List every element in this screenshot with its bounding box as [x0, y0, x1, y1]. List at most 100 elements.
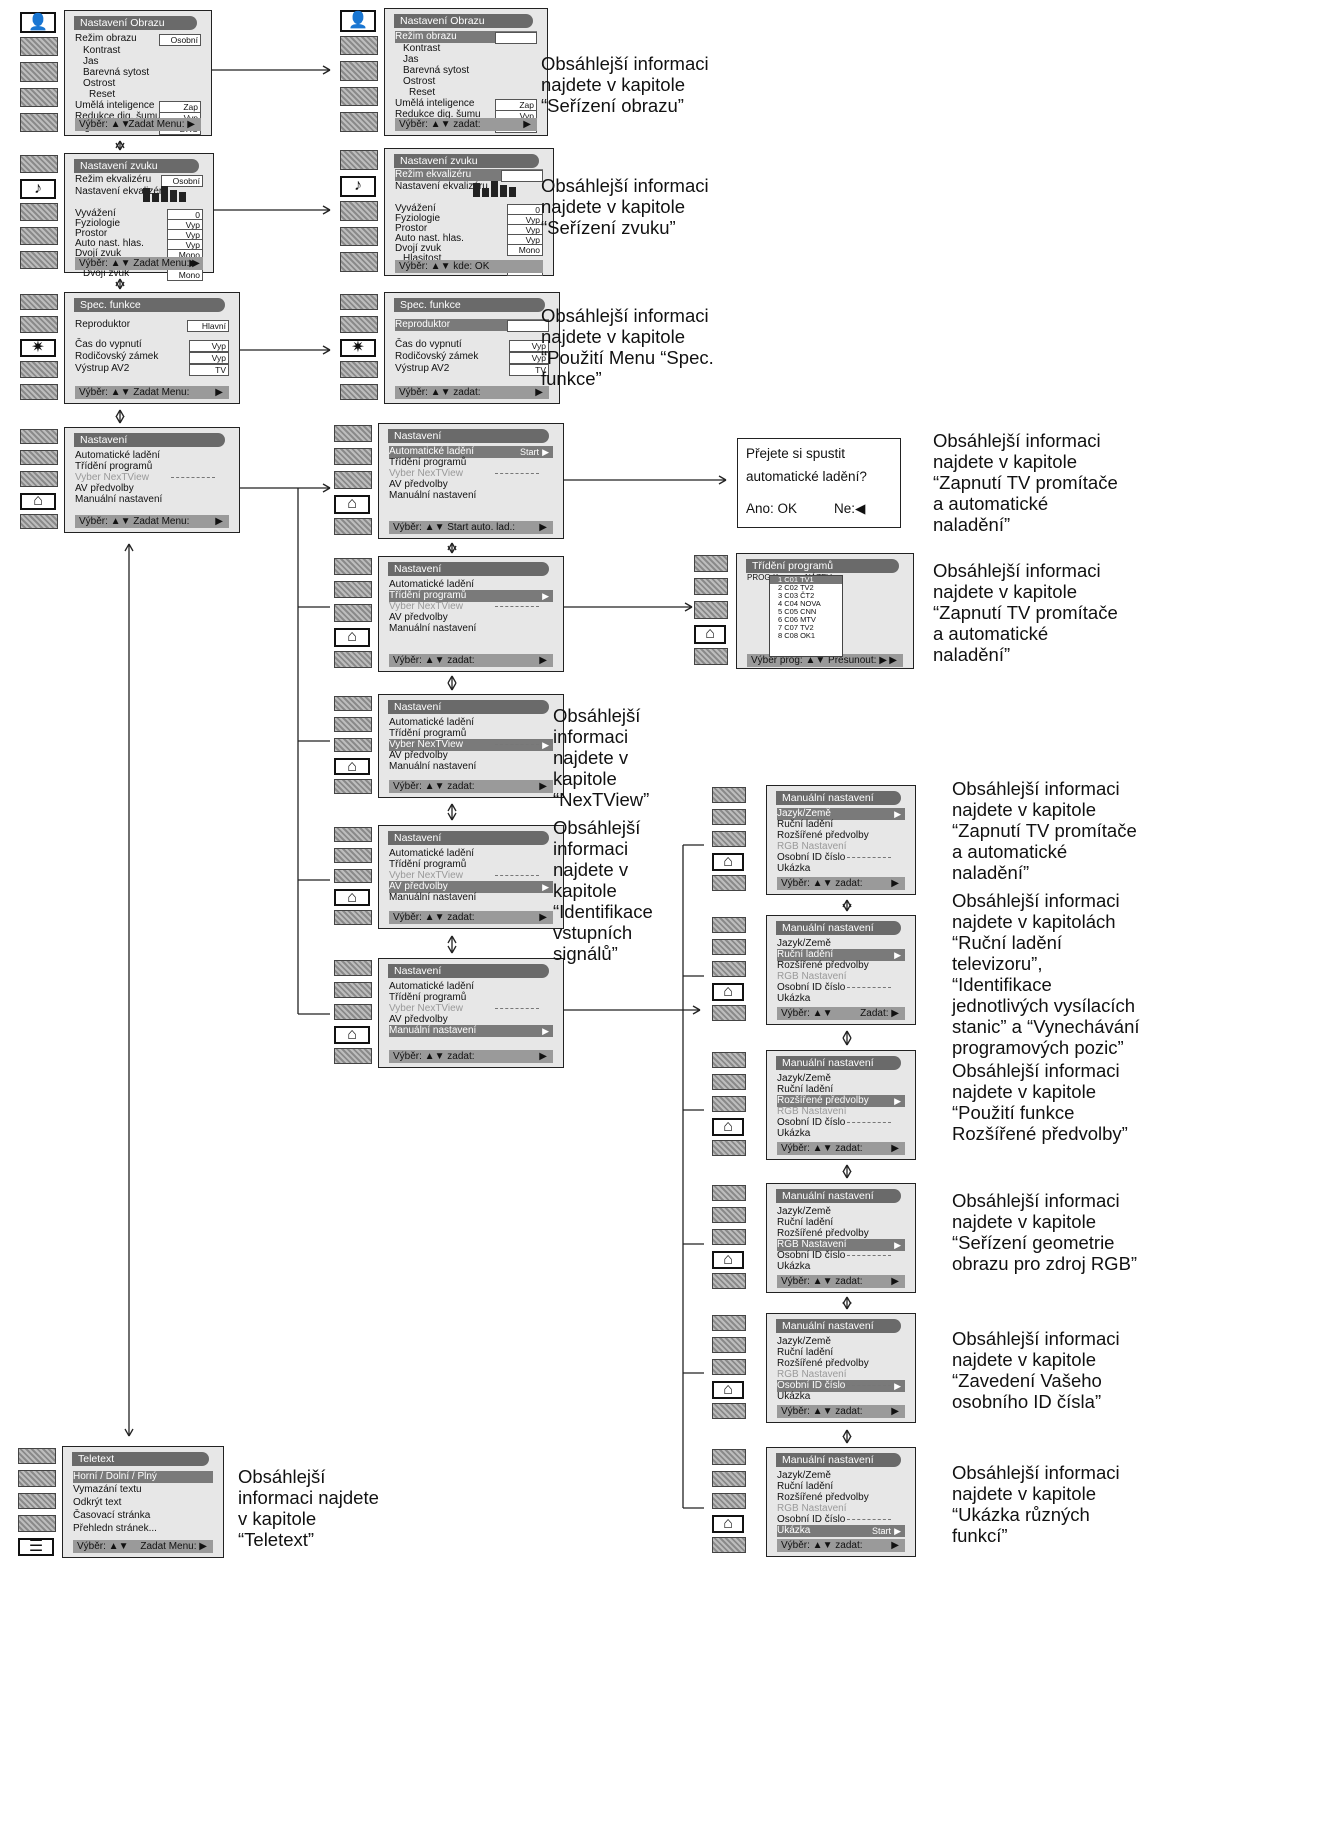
special-functions-icon[interactable] — [712, 1229, 746, 1245]
menu-item[interactable]: Ruční ladění — [777, 1084, 905, 1096]
menu-item[interactable]: Osobní ID číslo▶ — [777, 1380, 905, 1392]
special-functions-icon[interactable] — [340, 201, 378, 221]
menu-item[interactable]: Osobní ID číslo — [777, 982, 905, 994]
sound-icon[interactable] — [20, 316, 58, 333]
special-functions-icon[interactable] — [340, 61, 378, 81]
picture-icon[interactable] — [20, 429, 58, 445]
menu-item[interactable]: Ruční ladění — [777, 1217, 905, 1229]
setup-icon[interactable]: ⌂ — [20, 492, 56, 510]
menu-item[interactable]: Třídění programů — [389, 457, 553, 469]
menu-item[interactable]: AV předvolby — [389, 750, 553, 762]
menu-item[interactable]: Manuální nastavení — [389, 490, 553, 502]
setup-icon[interactable] — [340, 361, 378, 378]
menu-item[interactable]: Rozšířené předvolby — [777, 960, 905, 972]
teletext-icon[interactable] — [712, 1140, 746, 1156]
teletext-icon[interactable] — [712, 1537, 746, 1553]
teletext-icon[interactable] — [20, 513, 58, 529]
menu-item[interactable]: RGB Nastavení — [777, 1369, 905, 1381]
picture-icon[interactable] — [712, 917, 746, 933]
special-functions-icon[interactable] — [694, 601, 728, 619]
special-functions-icon[interactable] — [334, 737, 372, 753]
picture-icon[interactable] — [20, 155, 58, 173]
teletext-icon[interactable] — [712, 1403, 746, 1419]
menu-item[interactable]: Přehledn stránek... — [73, 1523, 213, 1535]
special-functions-icon[interactable] — [18, 1492, 56, 1510]
menu-item[interactable]: Osobní ID číslo — [777, 1250, 905, 1262]
program-list-item[interactable]: 7 C07 TV2 — [778, 623, 814, 632]
picture-icon[interactable] — [340, 294, 378, 311]
special-functions-icon[interactable] — [712, 1359, 746, 1375]
sound-icon[interactable]: ♪ — [20, 179, 56, 199]
menu-item[interactable]: Ukázka — [777, 863, 905, 875]
menu-item[interactable]: Manuální nastavení▶ — [389, 1025, 553, 1037]
teletext-icon[interactable] — [712, 1005, 746, 1021]
menu-item[interactable]: Manuální nastavení — [389, 761, 553, 773]
menu-item[interactable]: Jazyk/Země▶ — [777, 808, 905, 820]
program-list-item[interactable]: 8 C08 OK1 — [778, 631, 816, 640]
menu-item[interactable]: Ruční ladění — [777, 1481, 905, 1493]
menu-item[interactable]: Automatické ladění — [389, 848, 553, 860]
picture-icon[interactable] — [334, 425, 372, 443]
sound-icon[interactable] — [712, 1074, 746, 1090]
setup-icon[interactable] — [18, 1515, 56, 1532]
setup-icon[interactable] — [20, 361, 58, 378]
special-functions-icon[interactable] — [712, 961, 746, 977]
menu-item[interactable]: Barevná sytost — [75, 67, 201, 79]
setup-icon[interactable] — [20, 227, 58, 245]
special-functions-icon[interactable]: ✷ — [20, 338, 56, 358]
sound-icon[interactable]: ♪ — [340, 175, 376, 198]
teletext-icon[interactable] — [712, 1273, 746, 1289]
menu-item[interactable]: AV předvolby — [389, 612, 553, 624]
menu-item[interactable]: Automatické ladění — [389, 981, 553, 993]
sound-icon[interactable] — [712, 1207, 746, 1223]
menu-item[interactable]: Automatické ladění — [389, 579, 553, 591]
menu-item[interactable]: RGB Nastavení — [777, 971, 905, 983]
menu-item[interactable]: Ruční ladění▶ — [777, 949, 905, 961]
menu-item[interactable]: Ruční ladění — [777, 1347, 905, 1359]
menu-item[interactable]: Automatické ladění — [389, 717, 553, 729]
menu-item[interactable]: Jas — [395, 54, 537, 66]
sound-icon[interactable] — [712, 809, 746, 825]
special-functions-icon[interactable] — [20, 203, 58, 221]
sound-icon[interactable] — [334, 581, 372, 599]
menu-item[interactable]: AV předvolby — [389, 1014, 553, 1026]
program-list-item[interactable]: 5 C05 CNN — [778, 607, 817, 616]
menu-item[interactable]: Jazyk/Země — [777, 1470, 905, 1482]
menu-item[interactable]: Ostrost — [395, 76, 537, 88]
sound-icon[interactable] — [18, 1470, 56, 1487]
menu-item[interactable]: RGB Nastavení — [777, 1106, 905, 1118]
sound-icon[interactable] — [334, 448, 372, 466]
menu-item[interactable]: Ruční ladění — [777, 819, 905, 831]
equalizer-bars[interactable] — [143, 184, 186, 202]
special-functions-icon[interactable] — [334, 1004, 372, 1020]
special-functions-icon[interactable] — [712, 831, 746, 847]
menu-item[interactable]: Hlasitost — [395, 253, 543, 265]
picture-icon[interactable] — [712, 1052, 746, 1068]
picture-icon[interactable]: 👤 — [20, 12, 56, 34]
menu-item[interactable]: Manuální nastavení — [389, 892, 553, 904]
setup-icon[interactable]: ⌂ — [334, 889, 370, 907]
menu-item[interactable]: Jazyk/Země — [777, 1206, 905, 1218]
teletext-icon[interactable] — [340, 252, 378, 272]
menu-item[interactable]: Vyber NexTView — [75, 472, 229, 484]
teletext-icon[interactable] — [334, 517, 372, 535]
program-list-item[interactable]: 4 C04 NOVA — [778, 599, 821, 608]
menu-item[interactable]: AV předvolby — [75, 483, 229, 495]
special-functions-icon[interactable] — [20, 62, 58, 82]
menu-item[interactable]: AV předvolby — [389, 479, 553, 491]
menu-item[interactable]: Ukázka▶Start — [777, 1525, 905, 1537]
menu-item[interactable]: Osobní ID číslo — [777, 1514, 905, 1526]
menu-item[interactable]: Časovací stránka — [73, 1510, 213, 1522]
program-list-item[interactable]: 2 C02 TV2 — [778, 583, 814, 592]
menu-item[interactable]: Ukázka — [777, 1261, 905, 1273]
teletext-icon[interactable]: ☰ — [18, 1537, 54, 1556]
menu-item[interactable]: Nastavení ekvalizéru — [395, 181, 543, 193]
